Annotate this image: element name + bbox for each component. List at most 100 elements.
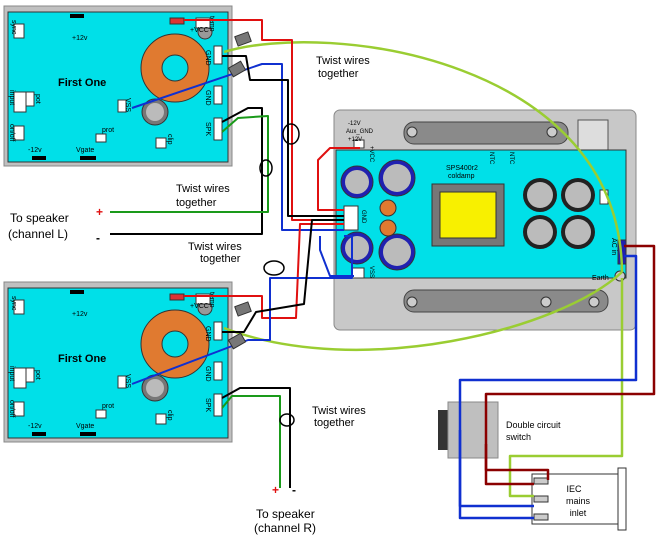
twist-label-left-1: Twist wires [176,183,230,195]
svg-text:pot: pot [34,94,41,104]
svg-text:+VCC: +VCC [190,303,209,310]
svg-text:clip: clip [166,134,173,145]
svg-text:Earth: Earth [592,275,609,282]
svg-text:input: input [8,366,15,381]
svg-text:on/off: on/off [8,400,15,417]
vss-wire-top [131,63,344,231]
svg-text:clip: clip [166,410,173,421]
twist-marker-mid [263,260,285,276]
wires [110,19,656,520]
vcc-wire-top [184,19,340,221]
svg-text:sync: sync [10,296,17,311]
vss-wire-bottom [131,235,353,385]
svg-text:Double circuit: Double circuit [506,420,561,430]
psu-output-terminal [343,205,359,231]
amp-top-onoff-header [13,125,25,141]
speaker-r-minus-sign: - [292,483,296,497]
svg-text:mains: mains [566,496,591,506]
svg-text:+12V: +12V [348,137,362,143]
svg-text:+VCC: +VCC [190,27,209,34]
speaker-r-plus [221,395,281,488]
amp-bottom-title: First One [58,353,106,365]
svg-text:temp: temp [208,16,215,32]
svg-text:-12v: -12v [28,147,42,154]
svg-text:AC in: AC in [610,238,617,255]
iec-mains-inlet: IEC mains inlet [531,467,627,531]
svg-text:Vgate: Vgate [76,423,94,430]
amp-bottom-onoff-header [13,401,25,417]
svg-text:coldamp: coldamp [448,173,475,180]
twist-label-mid-2: together [200,253,241,265]
speaker-r-label-2: (channel R) [254,521,316,535]
twist-marker-top [282,123,300,145]
svg-text:GND: GND [204,366,211,382]
speaker-l-plus-sign: + [96,205,103,219]
amp-top-sync-header [13,23,25,39]
double-circuit-switch: Double circuit switch [438,401,561,459]
svg-text:Vgate: Vgate [76,147,94,154]
speaker-l-plus [110,115,269,213]
svg-text:input: input [8,90,15,105]
twist-marker-left [259,159,273,177]
twist-label-top-2: together [318,68,359,80]
amp-bottom-spk-terminal [213,393,223,417]
speaker-l-minus [110,107,263,235]
svg-text:SPK: SPK [204,398,211,412]
svg-text:prot: prot [102,403,114,410]
svg-text:pot: pot [34,370,41,380]
svg-text:Aux_GND: Aux_GND [346,129,374,135]
gnd-wire-top [222,55,344,217]
twist-label-bottom-1: Twist wires [312,405,366,417]
svg-text:-12V: -12V [348,121,361,127]
svg-text:SPS400r2: SPS400r2 [446,165,478,172]
svg-text:temp: temp [208,292,215,308]
amp-top-title: First One [58,77,106,89]
svg-text:prot: prot [102,127,114,134]
twist-label-left-2: together [176,197,217,209]
power-supply: -12V Aux_GND +12V +VCC GND VSS SPS400r2 … [333,109,637,331]
twist-marker-bottom [279,413,295,427]
svg-text:GND: GND [204,90,211,106]
neutral-wire [458,254,638,520]
svg-text:VSS: VSS [124,98,131,112]
speaker-r-label-1: To speaker [256,507,315,521]
svg-text:sync: sync [10,20,17,35]
svg-text:IEC: IEC [566,484,582,494]
svg-text:switch: switch [506,432,531,442]
svg-text:-12v: -12v [28,423,42,430]
svg-text:VSS: VSS [368,266,374,278]
earth-wire-iec [508,278,624,498]
speaker-r-minus [221,387,291,488]
gnd-wire-bottom [222,219,344,333]
svg-text:+12v: +12v [72,311,88,318]
vcc-wire-bottom [184,223,344,319]
svg-text:+VCC: +VCC [368,146,374,163]
amp-bottom-gnd-terminal [213,321,223,341]
svg-text:VSS: VSS [124,374,131,388]
amp-top-spk-terminal [213,117,223,141]
speaker-l-minus-sign: - [96,231,100,245]
earth-wire-bottom [223,271,623,352]
speaker-l-label-1: To speaker [10,211,69,225]
amp-bottom-sync-header [13,299,25,315]
svg-text:NTC: NTC [488,152,494,165]
svg-text:GND: GND [204,326,211,342]
svg-text:+12v: +12v [72,35,88,42]
twist-label-mid-1: Twist wires [188,241,242,253]
speaker-l-label-2: (channel L) [8,227,68,241]
speaker-r-plus-sign: + [272,483,279,497]
twist-label-bottom-2: together [314,417,355,429]
svg-text:GND: GND [204,50,211,66]
amp-board-bottom: First One +12v +VCC temp GND GND SPK VSS… [3,281,233,443]
amp-top-gnd-terminal [213,45,223,65]
twist-label-top-1: Twist wires [316,55,370,67]
svg-text:on/off: on/off [8,124,15,141]
annotations: Twist wires together Twist wires togethe… [8,55,370,535]
svg-text:NTC: NTC [508,152,514,165]
svg-text:GND: GND [360,210,366,224]
live-wire [484,244,656,480]
svg-text:inlet: inlet [570,508,587,518]
svg-text:SPK: SPK [204,122,211,136]
earth-wire-top [223,40,624,273]
